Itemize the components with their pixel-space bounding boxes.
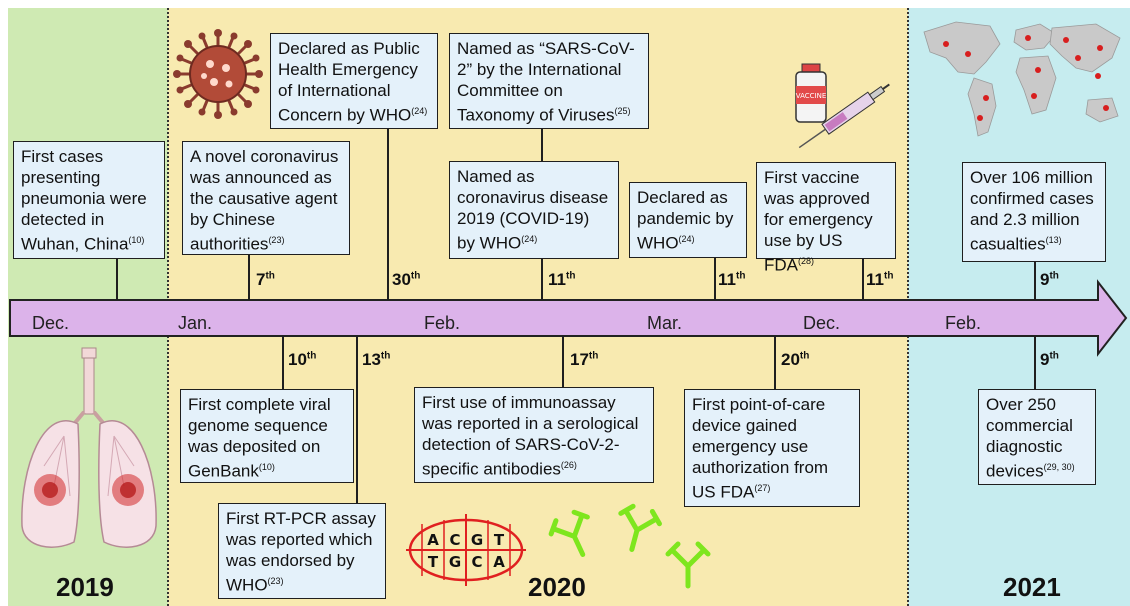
date-label-feb-9-bottom: 9th xyxy=(1040,350,1059,369)
dna-letter: C xyxy=(449,531,460,549)
event-box-pheic: Declared as Public Health Emergency of I… xyxy=(270,33,438,129)
date-label-jan-7: 7th xyxy=(256,270,275,289)
date-label-jan-13: 13th xyxy=(362,350,391,369)
event-reference: (28) xyxy=(798,256,815,266)
virus-icon xyxy=(173,29,263,119)
event-text: First complete viral genome sequence was… xyxy=(188,395,331,481)
connector-line xyxy=(541,258,543,300)
event-reference: (24) xyxy=(678,234,695,244)
connector-line xyxy=(387,128,389,300)
connector-line xyxy=(248,254,250,300)
event-box-pandemic: Declared as pandemic by WHO(24) xyxy=(629,182,747,258)
vaccine-label: VACCINE xyxy=(796,92,827,100)
event-text: First vaccine was approved for emergency… xyxy=(764,168,873,275)
date-label-jan-30: 30th xyxy=(392,270,421,289)
year-label-2021: 2021 xyxy=(1003,572,1061,602)
connector-line xyxy=(116,258,118,300)
year-label-2019: 2019 xyxy=(56,572,114,602)
month-label-dec-2020: Dec. xyxy=(803,313,841,333)
year-label-2020: 2020 xyxy=(528,572,586,602)
event-box-rt-pcr: First RT-PCR assay was reported which wa… xyxy=(218,503,386,599)
event-text: Declared as Public Health Emergency of I… xyxy=(278,39,420,125)
event-box-immunoassay: First use of immunoassay was reported in… xyxy=(414,387,654,483)
connector-line xyxy=(1034,262,1036,300)
event-box-genome-sequence: First complete viral genome sequence was… xyxy=(180,389,354,483)
month-label-dec-2019: Dec. xyxy=(32,313,70,333)
event-text: First use of immunoassay was reported in… xyxy=(422,393,639,479)
event-box-covid19-name: Named as coronavirus disease 2019 (COVID… xyxy=(449,161,619,259)
event-text: A novel coronavirus was announced as the… xyxy=(190,147,339,254)
event-reference: (27) xyxy=(754,483,771,493)
event-text: Declared as pandemic by WHO xyxy=(637,188,734,253)
timeline-arrow xyxy=(9,279,1128,357)
connector-line xyxy=(862,258,864,300)
event-box-sars-cov-2-name: Named as “SARS-CoV-2” by the Internation… xyxy=(449,33,649,129)
dna-sequence-icon: A C G T T G C A xyxy=(406,514,526,586)
date-label-feb-11: 11th xyxy=(548,270,576,289)
event-reference: (23) xyxy=(268,235,285,245)
event-box-250-devices: Over 250 commercial diagnostic devices(2… xyxy=(978,389,1096,485)
event-reference: (23) xyxy=(267,576,284,586)
month-label-mar: Mar. xyxy=(647,313,683,333)
date-label-dec-11: 11th xyxy=(866,270,894,289)
dna-letter: A xyxy=(427,531,439,549)
event-reference: (13) xyxy=(1045,235,1062,245)
date-label-feb-17: 17th xyxy=(570,350,599,369)
connector-line xyxy=(774,336,776,390)
connector-line xyxy=(541,128,543,162)
event-box-point-of-care: First point-of-care device gained emerge… xyxy=(684,389,860,507)
event-reference: (29, 30) xyxy=(1043,462,1075,472)
event-text: First cases presenting pneumonia were de… xyxy=(21,147,147,254)
event-text: Over 106 million confirmed cases and 2.3… xyxy=(970,168,1094,254)
lungs-icon xyxy=(21,347,157,548)
event-text: First point-of-care device gained emerge… xyxy=(692,395,829,502)
event-text: Named as coronavirus disease 2019 (COVID… xyxy=(457,167,609,253)
event-reference: (10) xyxy=(258,462,275,472)
dna-letter: T xyxy=(494,531,505,549)
event-box-first-vaccine: First vaccine was approved for emergency… xyxy=(756,162,896,275)
connector-line xyxy=(356,336,358,504)
vaccine-syringe-icon: VACCINE xyxy=(795,63,890,149)
dna-letter: A xyxy=(493,553,505,571)
connector-line xyxy=(282,336,284,390)
connector-line xyxy=(1034,336,1036,390)
connector-line xyxy=(562,336,564,388)
event-reference: (26) xyxy=(560,460,577,470)
event-text: Named as “SARS-CoV-2” by the Internation… xyxy=(457,39,635,125)
event-text: First RT-PCR assay was reported which wa… xyxy=(226,509,376,595)
event-box-106-million-cases: Over 106 million confirmed cases and 2.3… xyxy=(962,162,1106,262)
dna-letter: G xyxy=(449,553,461,571)
month-label-feb: Feb. xyxy=(424,313,461,333)
date-label-dec-20: 20th xyxy=(781,350,810,369)
event-reference: (24) xyxy=(521,234,538,244)
event-text: Over 250 commercial diagnostic devices xyxy=(986,395,1073,481)
date-label-mar-11: 11th xyxy=(718,270,746,289)
dna-letter: C xyxy=(471,553,482,571)
date-label-jan-10: 10th xyxy=(288,350,317,369)
antibody-icon xyxy=(548,503,711,589)
month-label-feb-2021: Feb. xyxy=(945,313,982,333)
dna-letter: G xyxy=(471,531,483,549)
event-reference: (10) xyxy=(128,235,145,245)
event-reference: (25) xyxy=(614,106,631,116)
world-map-icon xyxy=(923,21,1121,137)
connector-line xyxy=(714,256,716,300)
dna-letter: T xyxy=(428,553,439,571)
event-box-first-cases: First cases presenting pneumonia were de… xyxy=(13,141,165,259)
date-label-feb-9-top: 9th xyxy=(1040,270,1059,289)
month-label-jan: Jan. xyxy=(178,313,213,333)
event-box-novel-coronavirus: A novel coronavirus was announced as the… xyxy=(182,141,350,255)
event-reference: (24) xyxy=(411,106,428,116)
